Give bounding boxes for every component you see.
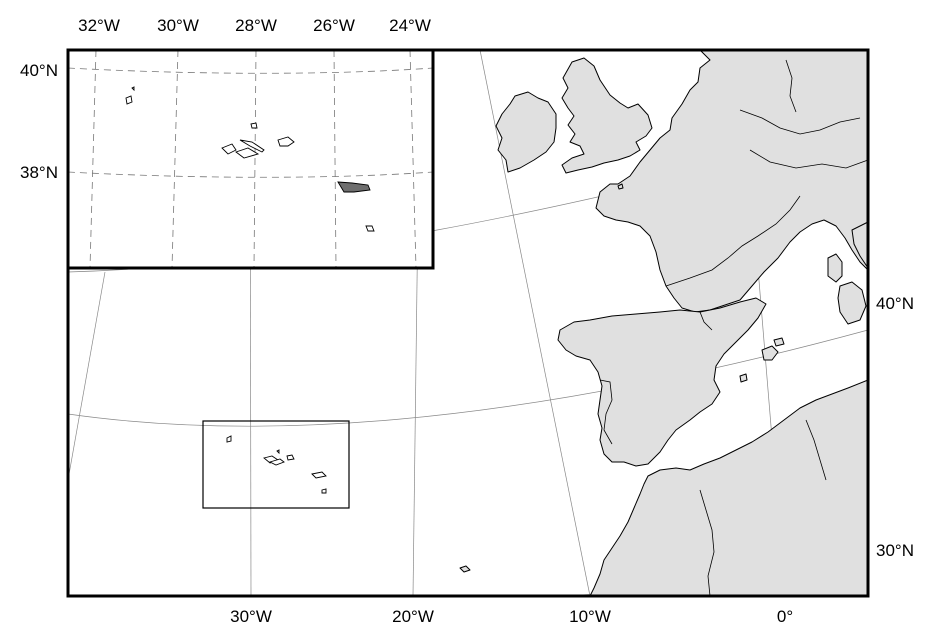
inset-lat-label: 38°N xyxy=(20,163,58,182)
sao-jorge-island xyxy=(239,139,265,153)
mallorca xyxy=(761,345,779,361)
terceira-island xyxy=(277,136,295,147)
menorca xyxy=(773,337,785,347)
main-lon-label: 0° xyxy=(777,607,793,626)
azores-inset xyxy=(66,48,435,270)
main-lon-label: 10°W xyxy=(569,607,611,626)
inset-top-lon-labels: 32°W 30°W 28°W 26°W 24°W xyxy=(78,16,431,35)
channel-islands xyxy=(617,183,624,190)
sardinia xyxy=(837,281,867,325)
inset-graticule xyxy=(67,49,434,269)
inset-lon-label: 24°W xyxy=(389,16,431,35)
main-lat-label: 40°N xyxy=(876,294,914,313)
corsica xyxy=(827,253,843,283)
main-lon-label: 30°W xyxy=(230,607,272,626)
inset-lat-label: 40°N xyxy=(20,61,58,80)
ireland xyxy=(495,91,557,173)
italy-fragment xyxy=(851,221,869,269)
continental-europe xyxy=(595,49,869,313)
country-borders xyxy=(599,59,869,597)
main-lon-label: 20°W xyxy=(392,607,434,626)
inset-lon-label: 30°W xyxy=(157,16,199,35)
main-bottom-lon-labels: 30°W 20°W 10°W 0° xyxy=(230,607,793,626)
inset-background xyxy=(68,50,433,268)
madeira xyxy=(459,565,471,573)
inset-left-lat-labels: 40°N 38°N xyxy=(20,61,58,182)
ibiza xyxy=(739,373,748,383)
inset-lon-label: 32°W xyxy=(78,16,120,35)
iberian-peninsula xyxy=(557,297,767,467)
north-africa xyxy=(589,379,869,597)
land-masses xyxy=(459,49,869,597)
flores-island xyxy=(125,95,133,105)
great-britain xyxy=(561,57,653,174)
inset-frame xyxy=(66,48,435,270)
azores-extent-box xyxy=(202,420,350,509)
santa-maria-island xyxy=(365,225,375,232)
inset-lon-label: 28°W xyxy=(235,16,277,35)
graciosa-island xyxy=(250,122,258,129)
faial-island xyxy=(221,143,237,155)
main-map-frame xyxy=(66,48,870,598)
main-lat-label: 30°N xyxy=(876,541,914,560)
main-right-lat-labels: 40°N 30°N xyxy=(876,294,914,560)
pico-island xyxy=(235,147,260,159)
inset-lon-label: 26°W xyxy=(313,16,355,35)
corvo-island xyxy=(131,86,135,92)
sao-miguel-island xyxy=(337,181,371,193)
azores-islands-small xyxy=(226,435,327,494)
